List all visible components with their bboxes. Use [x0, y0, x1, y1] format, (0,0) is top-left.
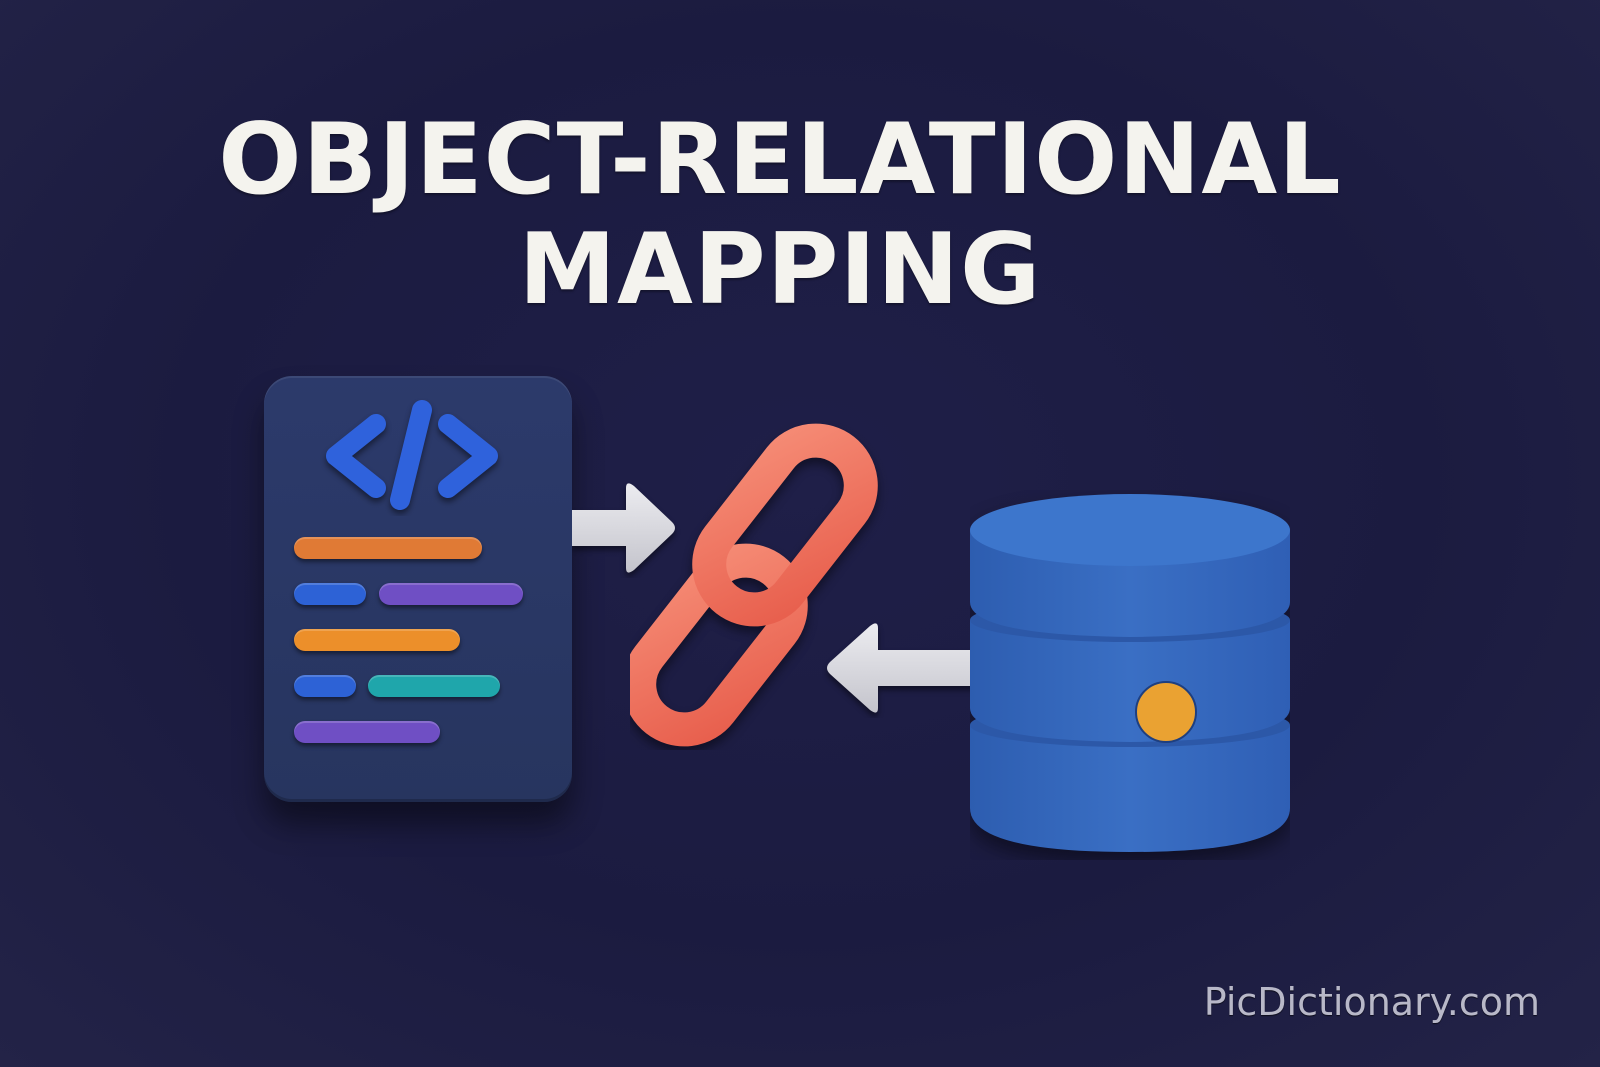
- code-line-bar: [294, 583, 366, 605]
- title-line-2: MAPPING: [518, 213, 1042, 327]
- code-line-bar: [294, 537, 482, 559]
- watermark: PicDictionary.com: [1203, 980, 1540, 1024]
- code-line-bar: [294, 721, 440, 743]
- code-line-bar: [294, 675, 356, 697]
- code-line-bar: [368, 675, 500, 697]
- code-line-bar: [379, 583, 523, 605]
- chain-link-icon: [630, 423, 878, 747]
- code-brackets-icon: [326, 400, 498, 510]
- database-indicator: [1135, 681, 1197, 743]
- title-line-1: OBJECT-RELATIONAL: [218, 103, 1342, 217]
- arrow-left-icon: [827, 623, 982, 713]
- code-line-bar: [294, 629, 460, 651]
- arrow-right-icon: [572, 483, 675, 573]
- code-document-card: [264, 376, 572, 802]
- database-icon: [970, 494, 1290, 852]
